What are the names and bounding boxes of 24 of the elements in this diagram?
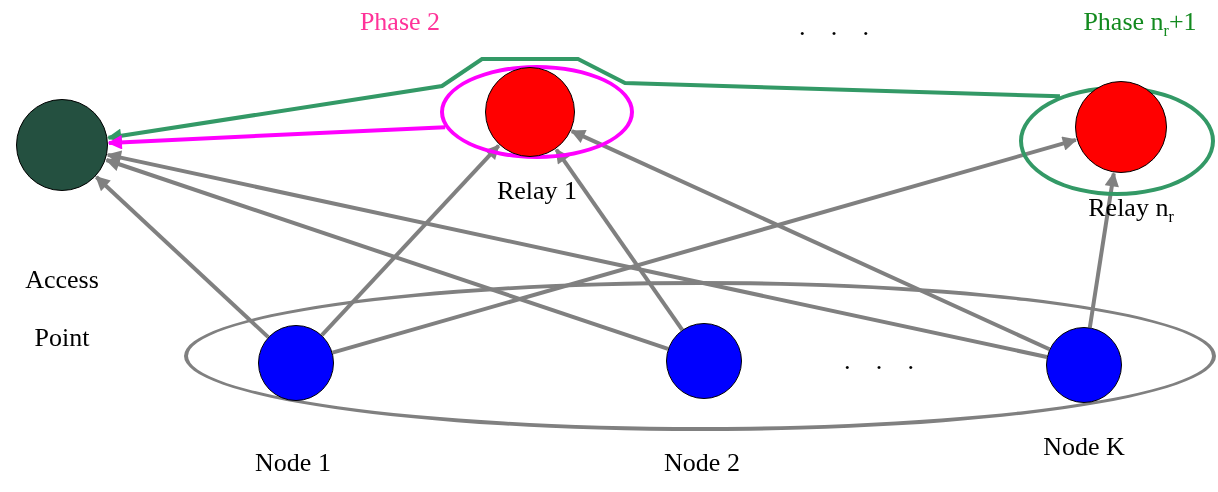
node-label: Node K bbox=[1042, 432, 1126, 462]
node-label: Node 1 bbox=[254, 448, 332, 478]
ellipsis-dots: • • • bbox=[845, 360, 926, 376]
ellipsis-dots: • • • bbox=[800, 26, 881, 42]
arrow bbox=[320, 144, 501, 337]
arrow bbox=[106, 150, 1048, 359]
arrow bbox=[1087, 172, 1119, 328]
node-label: Access Point bbox=[24, 264, 100, 354]
arrow bbox=[107, 57, 1060, 143]
arrow bbox=[554, 148, 684, 331]
arrow bbox=[332, 136, 1078, 355]
arrow bbox=[95, 175, 270, 339]
arrow bbox=[105, 157, 669, 351]
node-label: Relay n$_{r}$ bbox=[1087, 193, 1175, 223]
phase-heading: Phase 2 bbox=[358, 7, 442, 37]
relay-circle bbox=[485, 67, 575, 157]
phase-ellipse bbox=[440, 65, 634, 159]
arrow bbox=[570, 129, 1051, 352]
node-label: Node 2 bbox=[663, 448, 741, 478]
node-label: Relay 1 bbox=[495, 176, 579, 206]
node-circle bbox=[258, 325, 334, 401]
arrow bbox=[107, 125, 446, 150]
node-group-ellipse bbox=[184, 281, 1216, 431]
phase-heading: Phase n$_{r}$+1 bbox=[1082, 7, 1198, 37]
